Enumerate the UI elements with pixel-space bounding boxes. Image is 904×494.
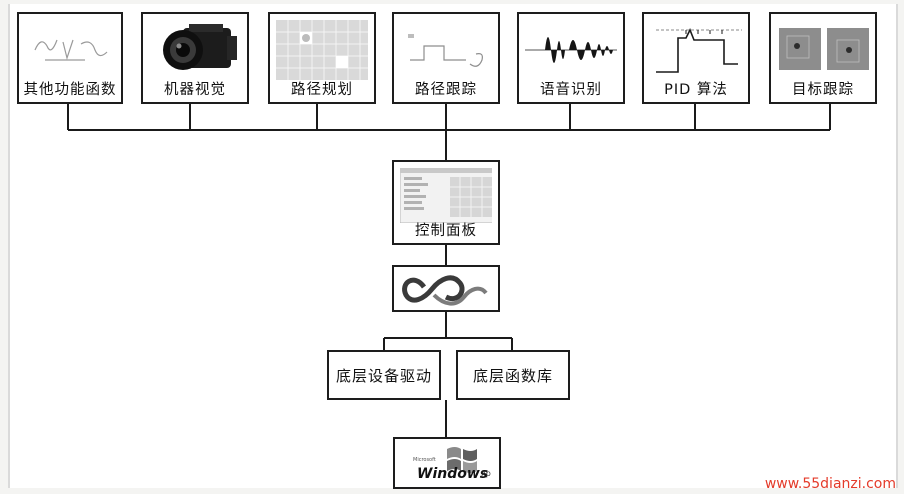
module-speech-recognition[interactable]: 语音识别 bbox=[517, 12, 625, 104]
module-label: 路径跟踪 bbox=[415, 82, 477, 98]
windows-name: Windows bbox=[417, 466, 489, 482]
module-pid-algorithm[interactable]: PID 算法 bbox=[642, 12, 750, 104]
function-library-box[interactable]: 底层函数库 bbox=[456, 350, 570, 400]
module-path-planning[interactable]: 路径规划 bbox=[268, 12, 376, 104]
control-panel-box[interactable]: 控制面板 bbox=[392, 160, 500, 245]
module-label: 路径规划 bbox=[291, 82, 353, 98]
module-machine-vision[interactable]: 机器视觉 bbox=[141, 12, 249, 104]
windows-flag-icon bbox=[447, 447, 477, 473]
target-image-thumbnail bbox=[777, 20, 869, 80]
microsoft-small-text: Microsoft bbox=[413, 457, 436, 463]
module-other-functions[interactable]: 其他功能函数 bbox=[17, 12, 123, 104]
module-label: 语音识别 bbox=[540, 82, 602, 98]
device-drivers-box[interactable]: 底层设备驱动 bbox=[327, 350, 441, 400]
grid-map-thumbnail bbox=[276, 20, 368, 80]
control-panel-label: 控制面板 bbox=[415, 223, 477, 239]
module-label: PID 算法 bbox=[664, 82, 728, 98]
camera-icon bbox=[149, 20, 241, 80]
trajectory-thumbnail bbox=[400, 20, 492, 80]
module-label: 其他功能函数 bbox=[23, 82, 117, 98]
windows-os-box[interactable]: Microsoft Windows xp bbox=[393, 437, 501, 489]
handwriting-thumbnail bbox=[25, 20, 115, 78]
control-panel-screenshot bbox=[400, 168, 492, 223]
waveform-thumbnail bbox=[525, 20, 617, 80]
module-label: 机器视觉 bbox=[164, 82, 226, 98]
module-target-tracking[interactable]: 目标跟踪 bbox=[769, 12, 877, 104]
module-path-tracking[interactable]: 路径跟踪 bbox=[392, 12, 500, 104]
watermark-text: www.55dianzi.com bbox=[764, 476, 896, 492]
infinity-link-icon bbox=[402, 275, 488, 306]
middleware-box[interactable] bbox=[392, 265, 500, 312]
windows-suffix: xp bbox=[481, 469, 491, 478]
function-library-label: 底层函数库 bbox=[472, 366, 553, 385]
device-drivers-label: 底层设备驱动 bbox=[335, 366, 432, 385]
module-label: 目标跟踪 bbox=[792, 82, 854, 98]
step-response-thumbnail bbox=[650, 20, 742, 80]
